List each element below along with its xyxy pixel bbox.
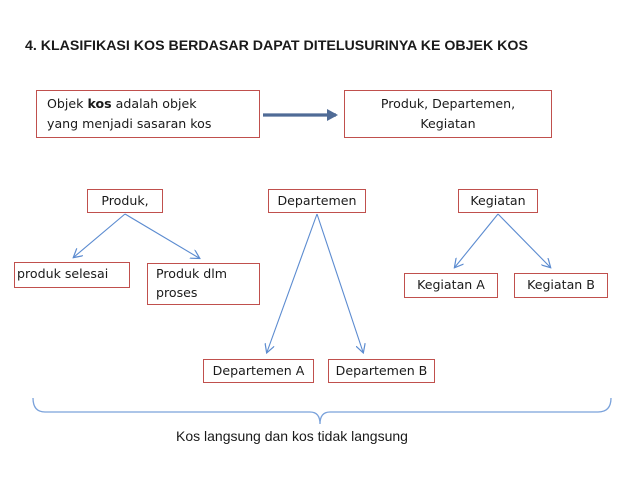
arrow-kegiatan-to-b — [497, 213, 550, 267]
bottom-brace — [32, 397, 612, 425]
node-kegiatan: Kegiatan — [458, 189, 538, 213]
node-departemen-b: Departemen B — [328, 359, 435, 383]
page-title: 4. KLASIFIKASI KOS BERDASAR DAPAT DITELU… — [25, 38, 528, 54]
arrow-departemen-to-b — [316, 213, 363, 352]
node-produk-selesai: produk selesai — [14, 262, 130, 288]
definition-line-1: Objek kos adalah objek — [47, 96, 197, 111]
objects-line-1: Produk, Departemen, — [380, 96, 516, 111]
definition-line-2: yang menjadi sasaran kos — [47, 116, 212, 131]
arrow-produk-to-dlm-proses — [124, 213, 199, 258]
node-kegiatan-b: Kegiatan B — [514, 273, 608, 298]
objects-box: Produk, Departemen, Kegiatan — [344, 90, 552, 138]
arrow-produk-to-selesai — [74, 213, 126, 257]
objects-line-2: Kegiatan — [420, 116, 476, 131]
bottom-label: Kos langsung dan kos tidak langsung — [176, 428, 408, 444]
node-departemen: Departemen — [268, 189, 366, 213]
arrow-kegiatan-to-a — [455, 213, 499, 267]
node-produk-dlm-proses: Produk dlm proses — [147, 263, 260, 305]
node-departemen-a: Departemen A — [203, 359, 314, 383]
definition-box: Objek kos adalah objek yang menjadi sasa… — [36, 90, 260, 138]
node-kegiatan-a: Kegiatan A — [404, 273, 498, 298]
node-produk: Produk, — [87, 189, 163, 213]
arrow-departemen-to-a — [267, 213, 318, 352]
